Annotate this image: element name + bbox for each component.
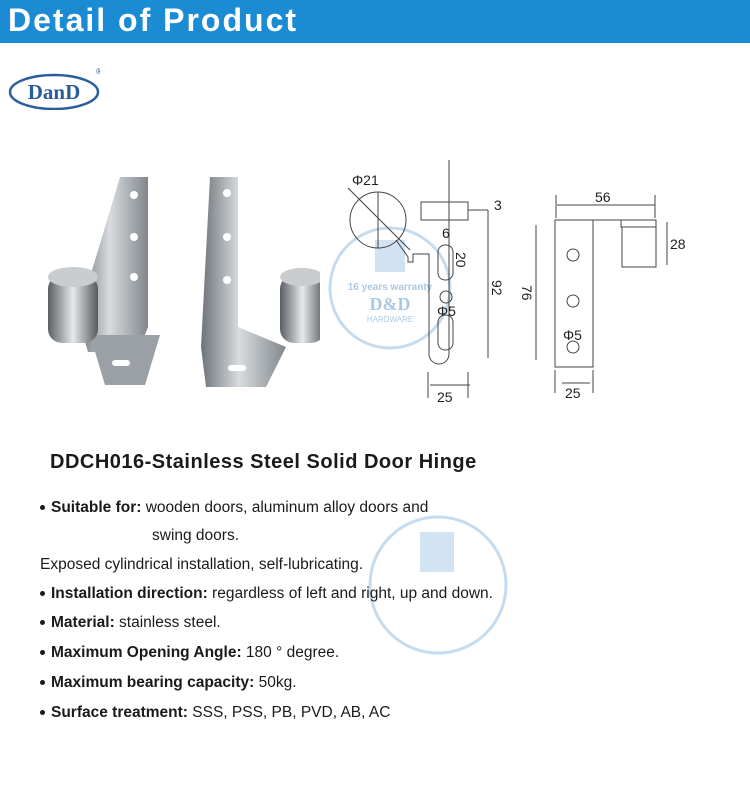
bullet-icon (40, 710, 45, 716)
dim-hole-right: Φ5 (563, 327, 582, 343)
bullet-icon (40, 680, 45, 686)
watermark-stamp-lower (368, 515, 508, 655)
dim-92: 92 (489, 280, 505, 296)
spec-exposed: Exposed cylindrical installation, self-l… (40, 556, 364, 573)
hinge-right (201, 177, 320, 387)
header-title: Detail of Product (8, 2, 299, 38)
product-title: DDCH016-Stainless Steel Solid Door Hinge (50, 451, 477, 473)
spec-capacity: Maximum bearing capacity: 50kg. (40, 674, 297, 692)
spec-material: Material: stainless steel. (40, 614, 221, 632)
watermark-brand: D&D (370, 294, 411, 314)
header-banner: Detail of Product (0, 0, 750, 43)
technical-drawing: 16 years warranty D&D HARDWARE Φ21 3 6 2… (328, 160, 686, 405)
dim-76: 76 (519, 285, 535, 301)
bullet-icon (40, 650, 45, 656)
bullet-icon (40, 620, 45, 626)
spec-angle: Maximum Opening Angle: 180 ° degree. (40, 644, 339, 662)
dim-56: 56 (595, 189, 611, 205)
dim-hole-left: Φ5 (437, 303, 456, 319)
hinge-left (48, 177, 160, 385)
watermark-sub: HARDWARE (367, 315, 413, 324)
dand-logo: DanD ® (8, 67, 100, 110)
bullet-icon (40, 505, 45, 511)
dim-20: 20 (453, 252, 469, 268)
dim-25-left: 25 (437, 389, 453, 405)
bullet-icon (40, 591, 45, 597)
spec-direction: Installation direction: regardless of le… (40, 585, 493, 603)
dim-6: 6 (442, 225, 450, 241)
spec-surface: Surface treatment: SSS, PSS, PB, PVD, AB… (40, 704, 390, 722)
dim-28: 28 (670, 236, 686, 252)
spec-suitable: Suitable for: wooden doors, aluminum all… (40, 499, 428, 517)
watermark-warranty: 16 years warranty (348, 282, 433, 293)
svg-text:DanD: DanD (28, 80, 81, 104)
spec-suitable-cont: swing doors. (152, 527, 240, 544)
dim-3: 3 (494, 197, 502, 213)
hinge-photos (48, 177, 320, 387)
dim-phi21: Φ21 (352, 172, 379, 188)
svg-text:®: ® (96, 67, 100, 76)
dim-25-right: 25 (565, 385, 581, 401)
